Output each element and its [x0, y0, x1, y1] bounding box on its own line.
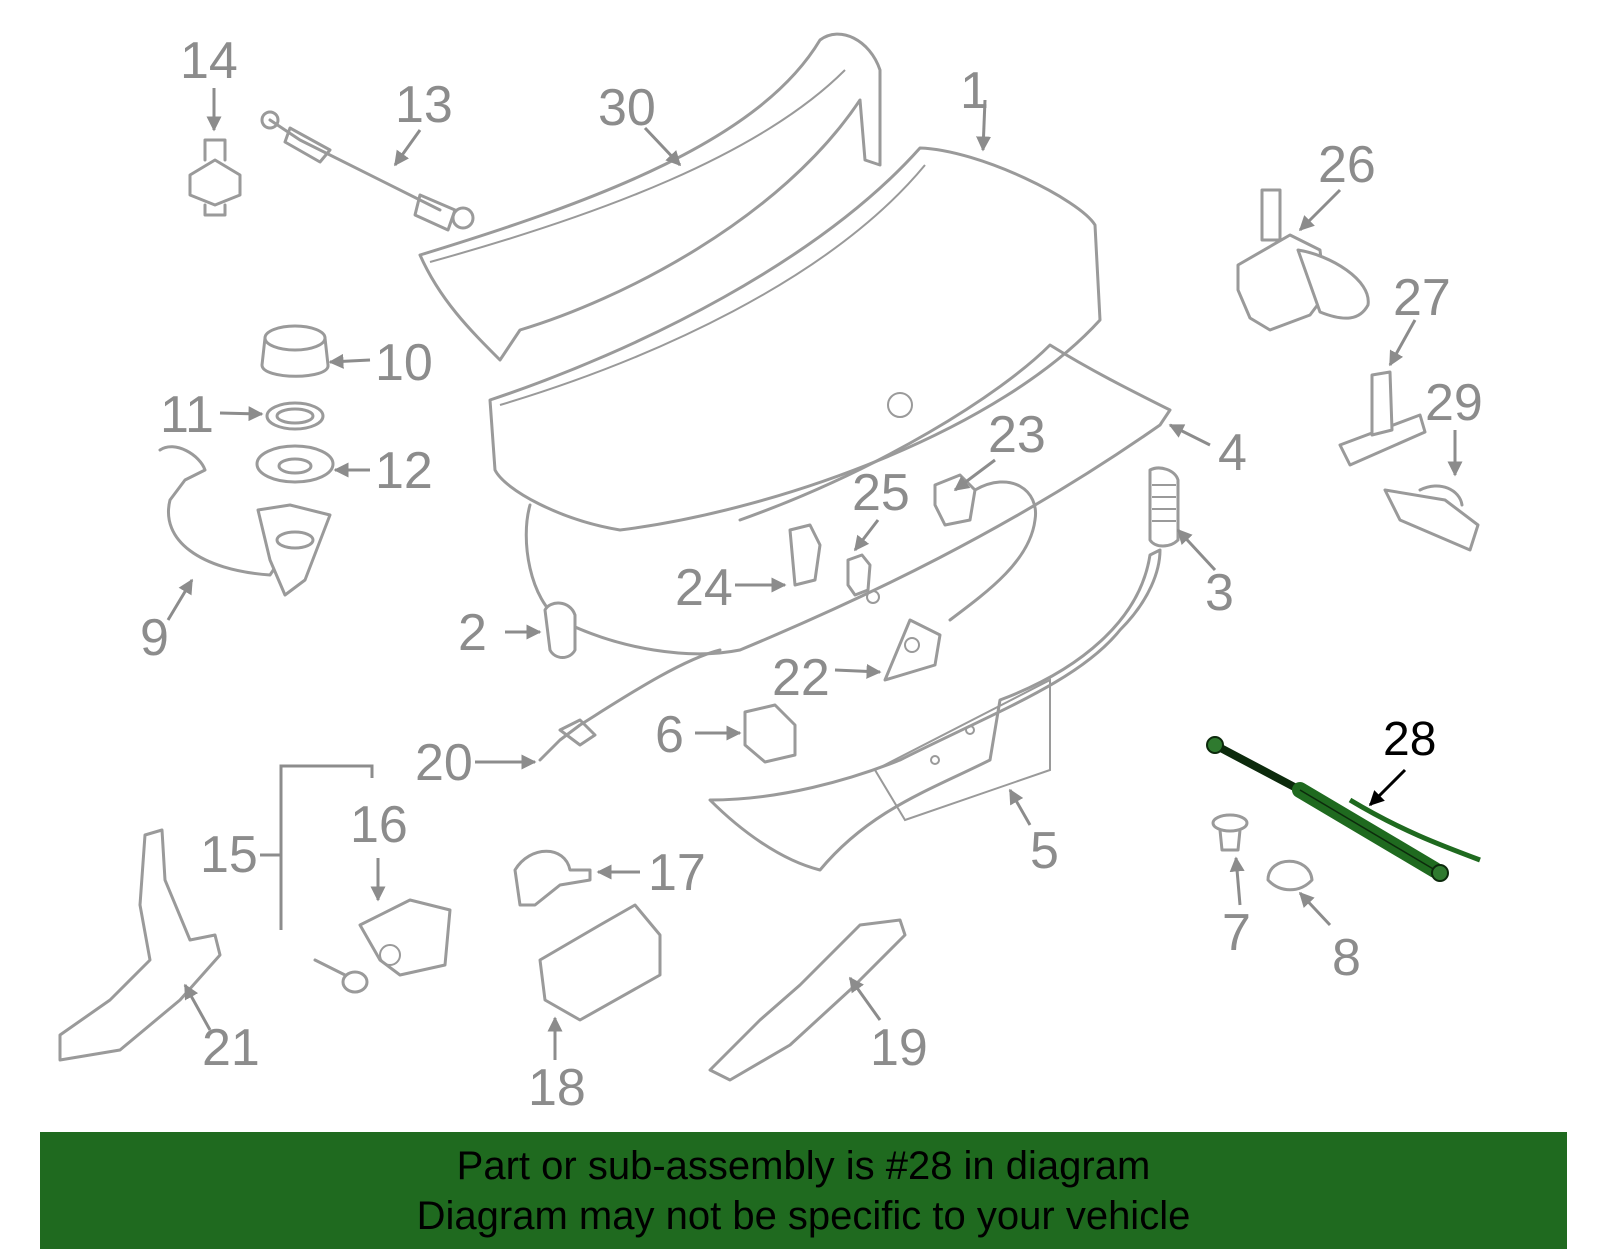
callout-14: 14	[180, 32, 238, 90]
banner-line-2: Diagram may not be specific to your vehi…	[416, 1193, 1191, 1238]
info-banner: Part or sub-assembly is #28 in diagram D…	[40, 1132, 1567, 1249]
callout-18: 18	[528, 1059, 586, 1117]
callout-11: 11	[160, 386, 214, 444]
part-10-grommet	[260, 324, 330, 378]
callout-30: 30	[598, 79, 656, 137]
callout-22: 22	[772, 649, 830, 707]
part-25-clip	[846, 553, 880, 604]
part-16-lock-cylinder	[358, 898, 452, 977]
callout-19: 19	[870, 1019, 928, 1077]
part-22-bracket	[883, 618, 942, 682]
callout-10: 10	[375, 334, 433, 392]
callout-29: 29	[1425, 374, 1483, 432]
callout-6: 6	[655, 706, 684, 764]
callout-20: 20	[415, 734, 473, 792]
callout-4: 4	[1218, 424, 1247, 482]
callout-labels: 1 2 3 4 5 6 7 8 9 10 11 12 13 14 15 16 1…	[140, 32, 1483, 1117]
callout-26: 26	[1318, 136, 1376, 194]
callout-2: 2	[458, 604, 487, 662]
part-8-cap	[1266, 859, 1314, 892]
leader-lines	[166, 88, 1463, 1060]
callout-28: 28	[1383, 713, 1436, 766]
part-1-trunk-lid	[488, 146, 1102, 532]
part-23-switch	[933, 473, 1038, 622]
callout-13: 13	[395, 76, 453, 134]
callout-8: 8	[1332, 929, 1361, 987]
part-21-hinge-arm	[58, 828, 222, 1062]
part-15-lock-set-bracket	[260, 764, 374, 930]
key	[313, 958, 369, 994]
callout-7: 7	[1222, 904, 1251, 962]
callout-27: 27	[1393, 269, 1451, 327]
part-26-actuator	[1236, 188, 1370, 332]
callout-23: 23	[988, 406, 1046, 464]
part-14-nut	[188, 138, 242, 217]
part-29-harness	[1383, 484, 1480, 552]
part-17-striker	[513, 849, 592, 907]
part-24-bracket	[788, 523, 822, 587]
part-28-lift-support-highlighted	[1206, 736, 1481, 882]
callout-16: 16	[350, 796, 408, 854]
callout-24: 24	[675, 559, 733, 617]
part-9-hinge	[158, 445, 332, 597]
part-12-bearing	[255, 444, 335, 484]
callout-9: 9	[140, 609, 169, 667]
callout-1: 1	[960, 62, 989, 120]
part-27-pin	[1338, 370, 1427, 467]
callout-12: 12	[375, 442, 433, 500]
part-19-hinge-arm	[708, 918, 907, 1082]
callout-5: 5	[1030, 822, 1059, 880]
part-3-buffer	[1148, 466, 1180, 548]
part-2-bumper	[543, 601, 577, 659]
part-7-grommet	[1211, 813, 1249, 852]
part-11-washer	[265, 401, 325, 431]
part-18-latch	[538, 903, 662, 1022]
banner-line-1: Part or sub-assembly is #28 in diagram	[456, 1143, 1151, 1188]
callout-15: 15	[200, 826, 258, 884]
part-6-clip	[743, 703, 797, 764]
callout-3: 3	[1205, 564, 1234, 622]
callout-17: 17	[648, 844, 706, 902]
part-20-release-cable	[538, 648, 722, 762]
callout-21: 21	[202, 1019, 260, 1077]
part-5-license-panel	[708, 548, 1162, 872]
callout-25: 25	[852, 464, 910, 522]
part-13-gas-strut	[260, 110, 475, 232]
